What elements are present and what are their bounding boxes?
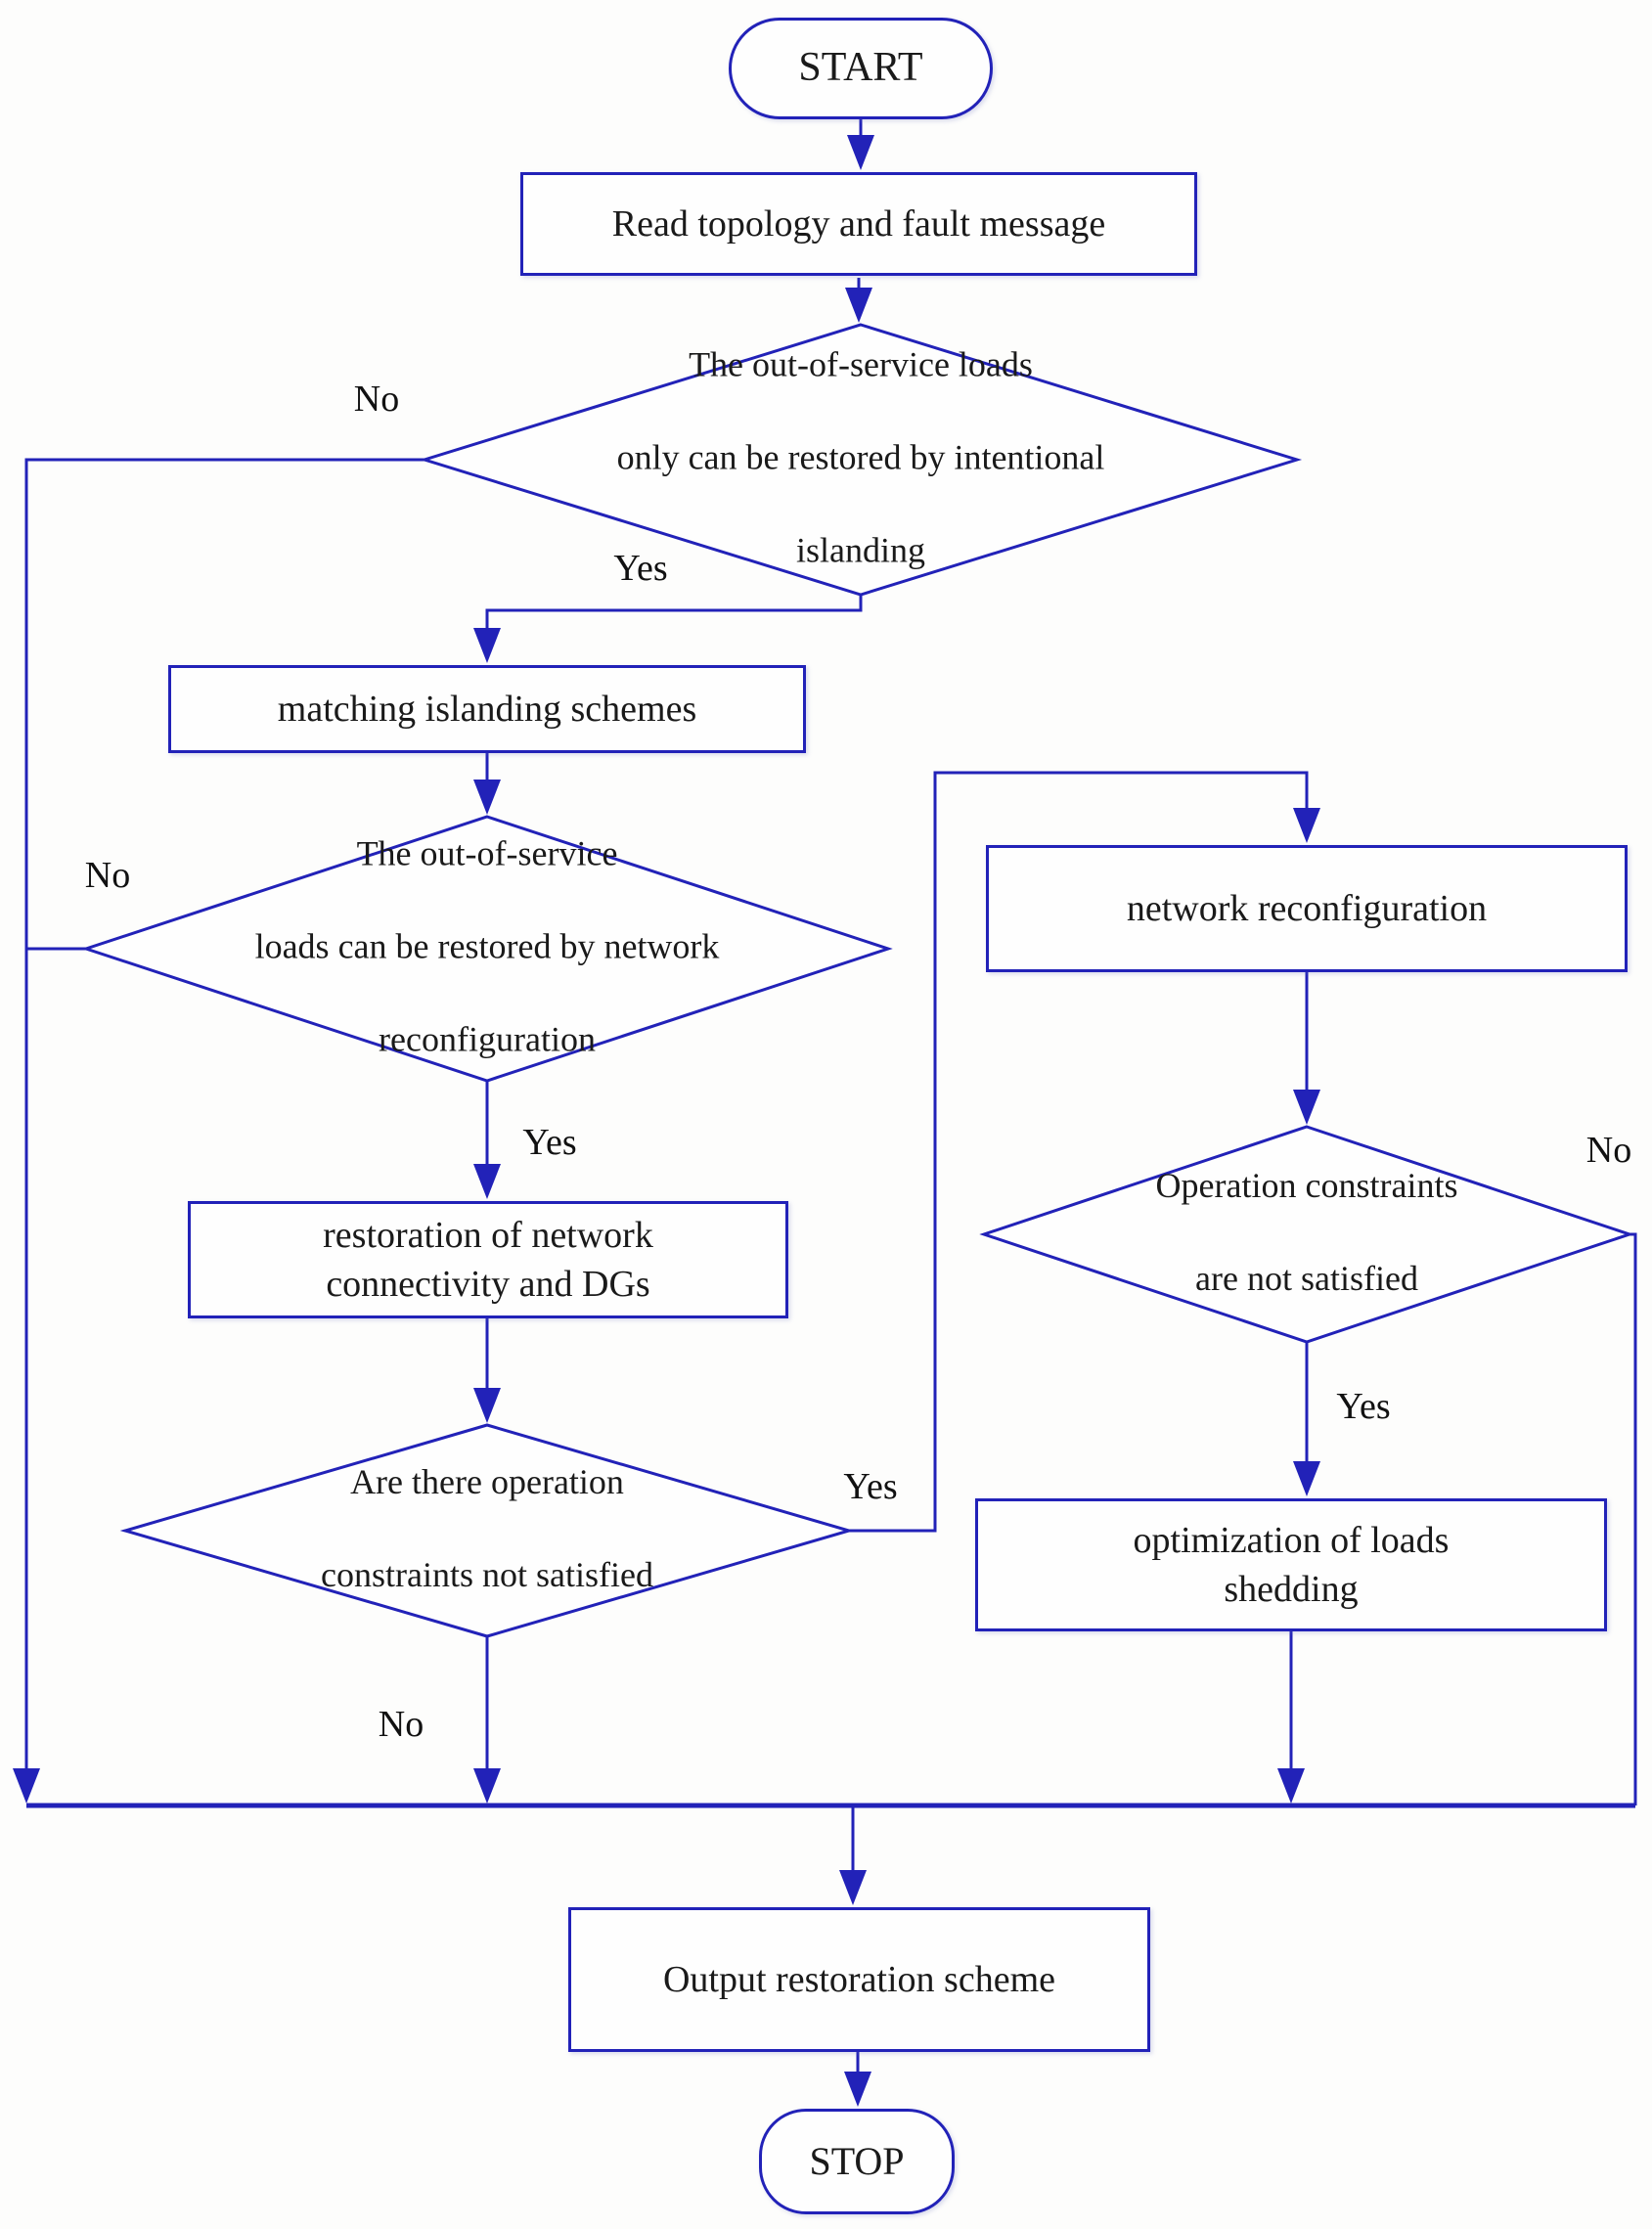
edge-matching-reconfig-decision [473,753,501,815]
edge-operation-yes-loads-shedding [1293,1342,1320,1496]
reconfig-no-label: No [84,855,131,896]
edge-read-islanding-decision [845,278,872,323]
operation-constraints-line2: are not satisfied [1195,1258,1418,1298]
restoration-line2: connectivity and DGs [326,1264,650,1305]
operation-no-label: No [1585,1130,1632,1171]
arrowhead-down [844,2072,871,2107]
edge-constraints-yes-network-reconfiguration [849,771,1320,1533]
arrowhead-down [847,135,874,170]
arrowhead-down [845,288,872,323]
stop-terminator: STOP [759,2109,955,2214]
islanding-yes-label: Yes [613,548,668,589]
arrowhead-down [473,1768,501,1804]
arrowhead-down [1293,808,1320,843]
operation-yes-label: Yes [1336,1386,1391,1427]
edge-reconfig-yes-restoration [473,1081,501,1199]
read-topology-process: Read topology and fault message [520,172,1197,276]
islanding-decision-line1: The out-of-service loads [689,344,1033,384]
arrowhead-down [13,1768,40,1804]
arrowhead-down [473,628,501,663]
islanding-decision-line2: only can be restored by intentional [616,437,1105,477]
reconfig-decision-line2: loads can be restored by network [254,926,720,966]
constraints-yes-label: Yes [843,1466,898,1507]
edge-restoration-constraints-decision [473,1318,501,1423]
loads-shedding-line1: optimization of loads [1133,1519,1450,1561]
restoration-line1: restoration of network [323,1214,653,1256]
arrowhead-down [1277,1768,1305,1804]
arrowhead-down [473,780,501,815]
islanding-no-label: No [353,379,400,420]
reconfig-decision-text: The out-of-service loads can be restored… [125,784,849,1110]
constraints-decision-text: Are there operation constraints not sati… [194,1412,781,1645]
edge-start-read [847,119,874,170]
arrowhead-down [1293,1090,1320,1125]
constraints-no-label: No [378,1704,424,1745]
constraints-decision-line2: constraints not satisfied [321,1554,653,1594]
network-reconfiguration-process: network reconfiguration [986,845,1628,972]
matching-schemes-process: matching islanding schemes [168,665,806,753]
edge-loads-shedding-merge [1277,1631,1305,1804]
edge-islanding-yes-matching [473,595,863,663]
operation-constraints-line1: Operation constraints [1155,1165,1458,1205]
reconfig-decision-line1: The out-of-service [356,833,618,873]
arrowhead-down [1293,1461,1320,1496]
reconfig-decision-line3: reconfiguration [379,1019,596,1059]
restoration-process: restoration of network connectivity and … [188,1201,788,1318]
edge-operation-no-right-rail [1630,1232,1637,1805]
loads-shedding-line2: shedding [1224,1569,1359,1610]
edge-merge-output [839,1805,867,1905]
reconfig-yes-label: Yes [522,1122,577,1163]
islanding-decision-line3: islanding [796,530,925,570]
edge-islanding-no-left-rail [13,458,424,1804]
loads-shedding-process: optimization of loads shedding [975,1498,1607,1631]
output-scheme-process: Output restoration scheme [568,1907,1150,2052]
start-terminator: START [729,18,993,119]
islanding-decision-text: The out-of-service loads only can be res… [479,295,1242,621]
arrowhead-down [473,1388,501,1423]
operation-constraints-decision-text: Operation constraints are not satisfied [1043,1116,1571,1349]
edge-output-stop [844,2052,871,2107]
arrowhead-down [473,1164,501,1199]
arrowhead-down [839,1870,867,1905]
edge-constraints-no-merge [473,1636,501,1804]
constraints-decision-line1: Are there operation [350,1461,624,1501]
edge-network-reconfiguration-operation-decision [1293,972,1320,1125]
